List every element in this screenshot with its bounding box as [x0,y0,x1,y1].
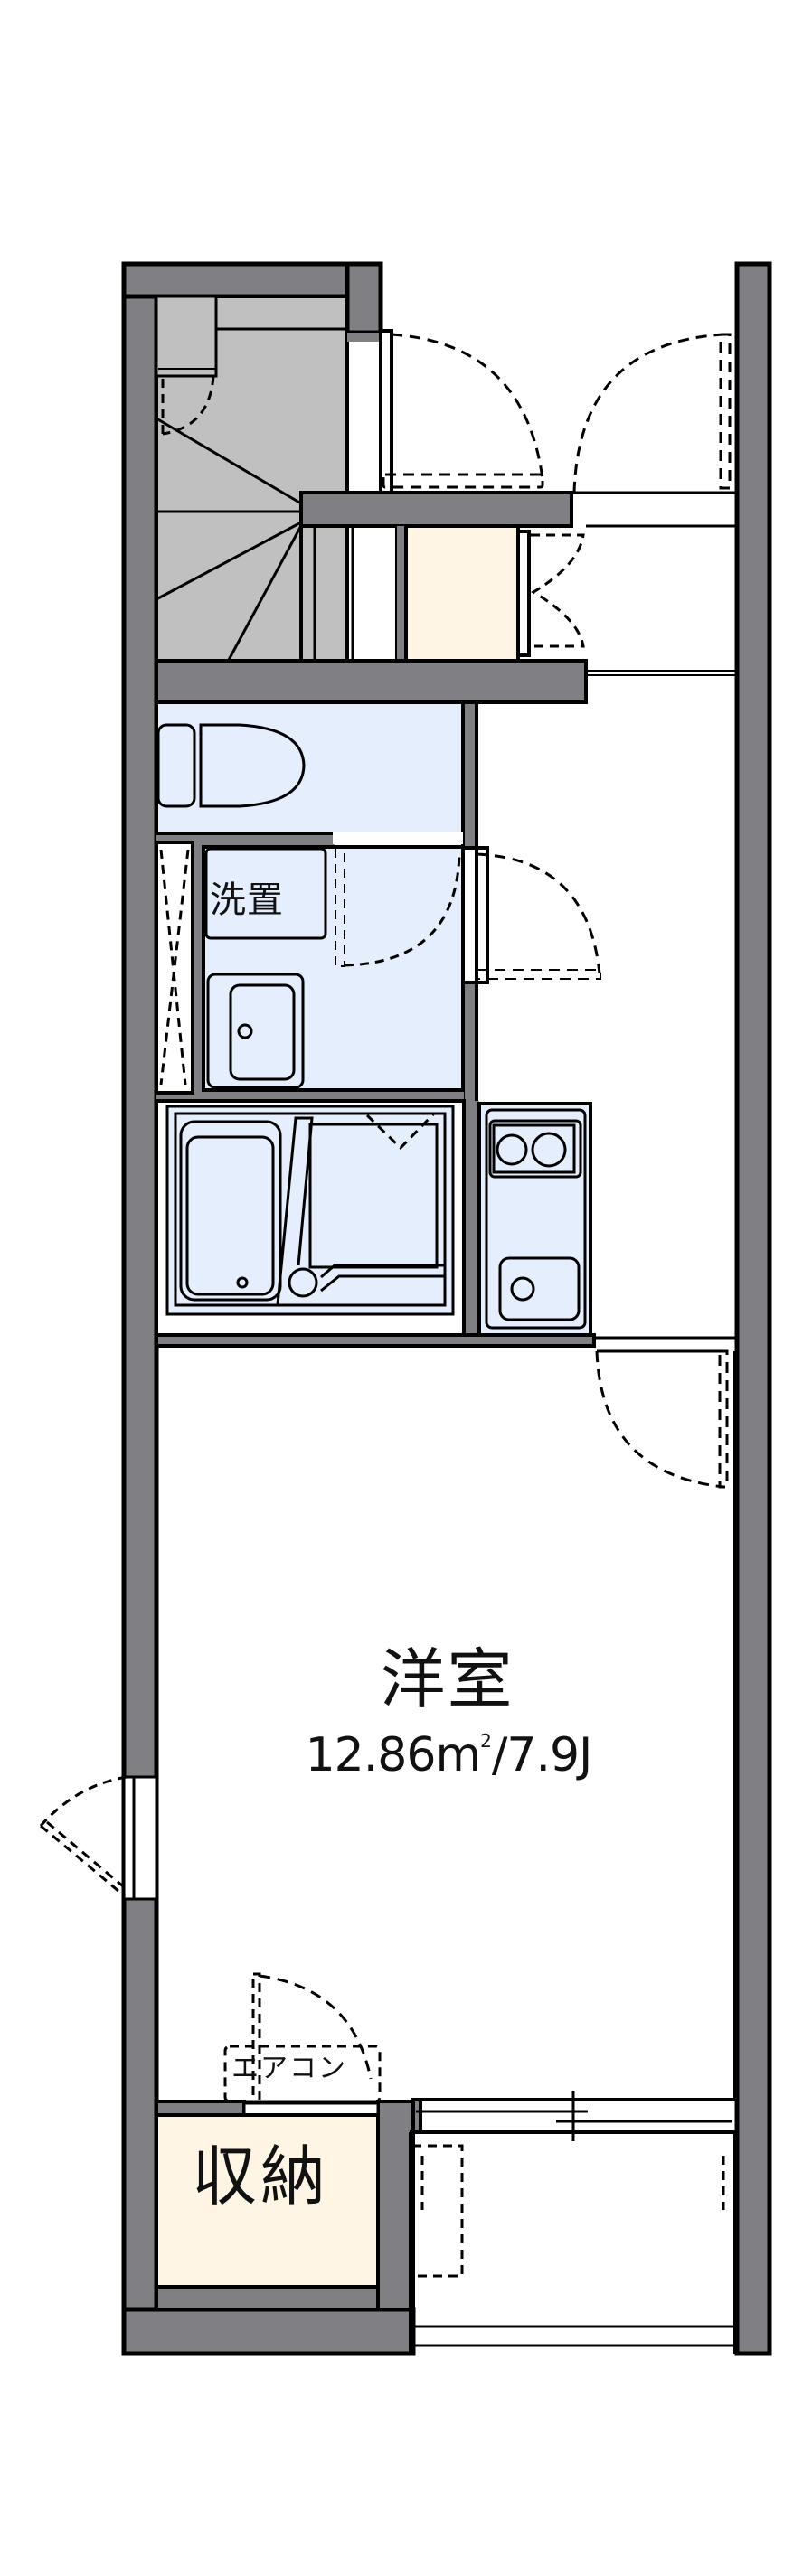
western-room [155,1346,737,2103]
area-tatami: /7.9J [491,1728,593,1782]
walls [121,261,772,2356]
area-unit-sup: 2 [480,1730,492,1752]
shoe-cabinet [404,524,585,663]
room-name-western: 洋室 [380,1641,515,1717]
washer-space-label: 洗置 [210,879,284,921]
balcony [409,2091,737,2354]
storage-label: 収納 [192,2139,330,2214]
stairs [155,295,399,673]
storage [155,2113,380,2289]
air-conditioner-label: エアコン [231,2053,347,2084]
entrance [379,329,735,676]
toilet-room [155,700,465,844]
bathroom [155,1099,466,1337]
room-door [594,1336,735,1489]
kitchen-counter [477,1102,592,1337]
room-area-western: 12.86m2/7.9J [288,1732,609,1779]
area-unit: m [435,1728,481,1782]
linen-closet [155,841,194,1095]
wash-room [202,845,601,1092]
window-left [39,1775,158,1901]
area-value: 12.86 [305,1728,437,1782]
storage-door [223,1972,382,2117]
